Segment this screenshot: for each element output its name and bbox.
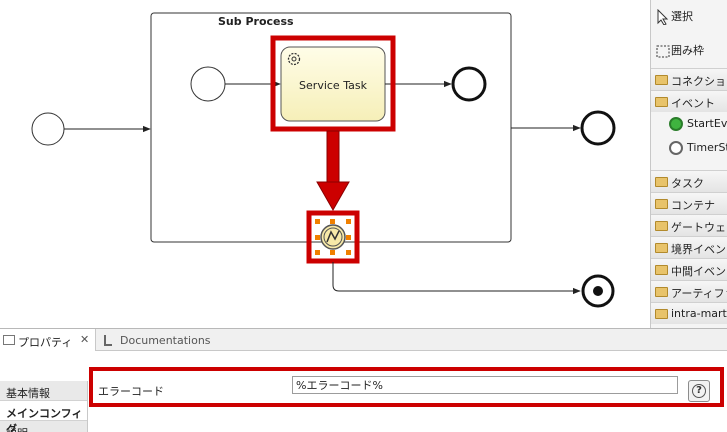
- palette-timer-start-event[interactable]: TimerSt: [651, 136, 727, 160]
- outer-start-event[interactable]: [31, 112, 65, 146]
- close-icon[interactable]: ✕: [80, 333, 90, 346]
- palette-start-event[interactable]: StartEve: [651, 112, 727, 136]
- tab-documentations[interactable]: Documentations: [100, 329, 211, 351]
- palette-marquee-label: 囲み枠: [671, 44, 704, 57]
- selection-handles[interactable]: [315, 219, 351, 255]
- folder-icon: [655, 221, 668, 231]
- drawer-label: アーティファク: [671, 287, 727, 300]
- tab-properties-label: プロパティ: [18, 336, 73, 349]
- drawer-label: コネクション: [671, 75, 727, 88]
- drawer-artifacts[interactable]: アーティファク: [651, 280, 727, 302]
- help-button[interactable]: ?: [688, 380, 710, 402]
- palette-entry-label: StartEve: [687, 117, 727, 130]
- properties-side-tabs: 基本情報 メインコンフィグ 説明: [0, 381, 88, 432]
- drawer-label: イベント: [671, 97, 715, 110]
- side-tab-basic-info[interactable]: 基本情報: [0, 381, 87, 401]
- inner-end-event[interactable]: [451, 66, 487, 102]
- gear-icon: [287, 52, 301, 66]
- service-task-label: Service Task: [299, 79, 367, 92]
- drawer-label: 境界イベン: [671, 243, 726, 256]
- drawer-intermediate-events[interactable]: 中間イベン: [651, 258, 727, 280]
- error-code-input[interactable]: [292, 376, 678, 394]
- drawer-connections[interactable]: コネクション: [651, 68, 727, 90]
- folder-icon: [655, 199, 668, 209]
- folder-icon: [655, 287, 668, 297]
- drawer-label: ゲートウェイ: [671, 221, 727, 234]
- start-event-icon: [669, 117, 683, 131]
- folder-icon: [655, 75, 668, 85]
- palette[interactable]: 選択 囲み枠 コネクション イベント StartEve TimerSt タスク …: [650, 0, 727, 328]
- drawer-gateways[interactable]: ゲートウェイ: [651, 214, 727, 236]
- help-icon: ?: [692, 384, 706, 398]
- outer-end-event[interactable]: [580, 110, 616, 146]
- drawer-label: タスク: [671, 177, 704, 190]
- bpmn-diagram[interactable]: [0, 0, 650, 328]
- drawer-label: intra-mart: [671, 307, 727, 320]
- diagram-canvas[interactable]: Sub Process Service Task: [0, 0, 650, 328]
- tab-properties[interactable]: プロパティ ✕: [0, 329, 96, 351]
- palette-select-label: 選択: [671, 10, 693, 23]
- tab-documentations-label: Documentations: [120, 334, 211, 347]
- properties-table-icon: [3, 335, 15, 345]
- red-down-arrow-icon: [316, 130, 350, 212]
- side-tab-main-config[interactable]: メインコンフィグ: [0, 401, 87, 432]
- drawer-tasks[interactable]: タスク: [651, 170, 727, 192]
- documentation-icon: [104, 335, 112, 346]
- flow-boundary-to-error-end[interactable]: [332, 262, 581, 295]
- subprocess-title: Sub Process: [218, 15, 294, 28]
- service-task-highlight: [270, 35, 396, 132]
- error-end-event[interactable]: [581, 274, 615, 308]
- palette-entry-label: TimerSt: [687, 141, 727, 154]
- folder-icon: [655, 309, 668, 319]
- drawer-containers[interactable]: コンテナ: [651, 192, 727, 214]
- error-code-label: エラーコード: [98, 385, 164, 398]
- drawer-intramart[interactable]: intra-mart: [651, 302, 727, 324]
- drawer-events[interactable]: イベント: [651, 90, 727, 112]
- arrow-pointer-icon: [657, 9, 669, 25]
- properties-tabbar: プロパティ ✕ Documentations: [0, 329, 727, 351]
- palette-select-tool[interactable]: 選択: [651, 0, 727, 34]
- boundary-error-event[interactable]: [320, 224, 346, 250]
- properties-view: プロパティ ✕ Documentations 基本情報 メインコンフィグ 説明 …: [0, 328, 727, 432]
- drawer-boundary-events[interactable]: 境界イベン: [651, 236, 727, 258]
- palette-marquee-tool[interactable]: 囲み枠: [651, 34, 727, 68]
- side-tab-description[interactable]: 説明: [0, 421, 87, 432]
- drawer-label: コンテナ: [671, 199, 715, 212]
- folder-icon: [655, 265, 668, 275]
- drawer-label: 中間イベン: [671, 265, 726, 278]
- folder-icon: [655, 243, 668, 253]
- folder-icon: [655, 177, 668, 187]
- marquee-icon: [656, 45, 670, 58]
- inner-start-event[interactable]: [190, 66, 226, 102]
- boundary-event-highlight: [306, 210, 360, 264]
- folder-open-icon: [655, 97, 668, 107]
- palette-spacer: [651, 160, 727, 170]
- timer-start-event-icon: [669, 141, 683, 155]
